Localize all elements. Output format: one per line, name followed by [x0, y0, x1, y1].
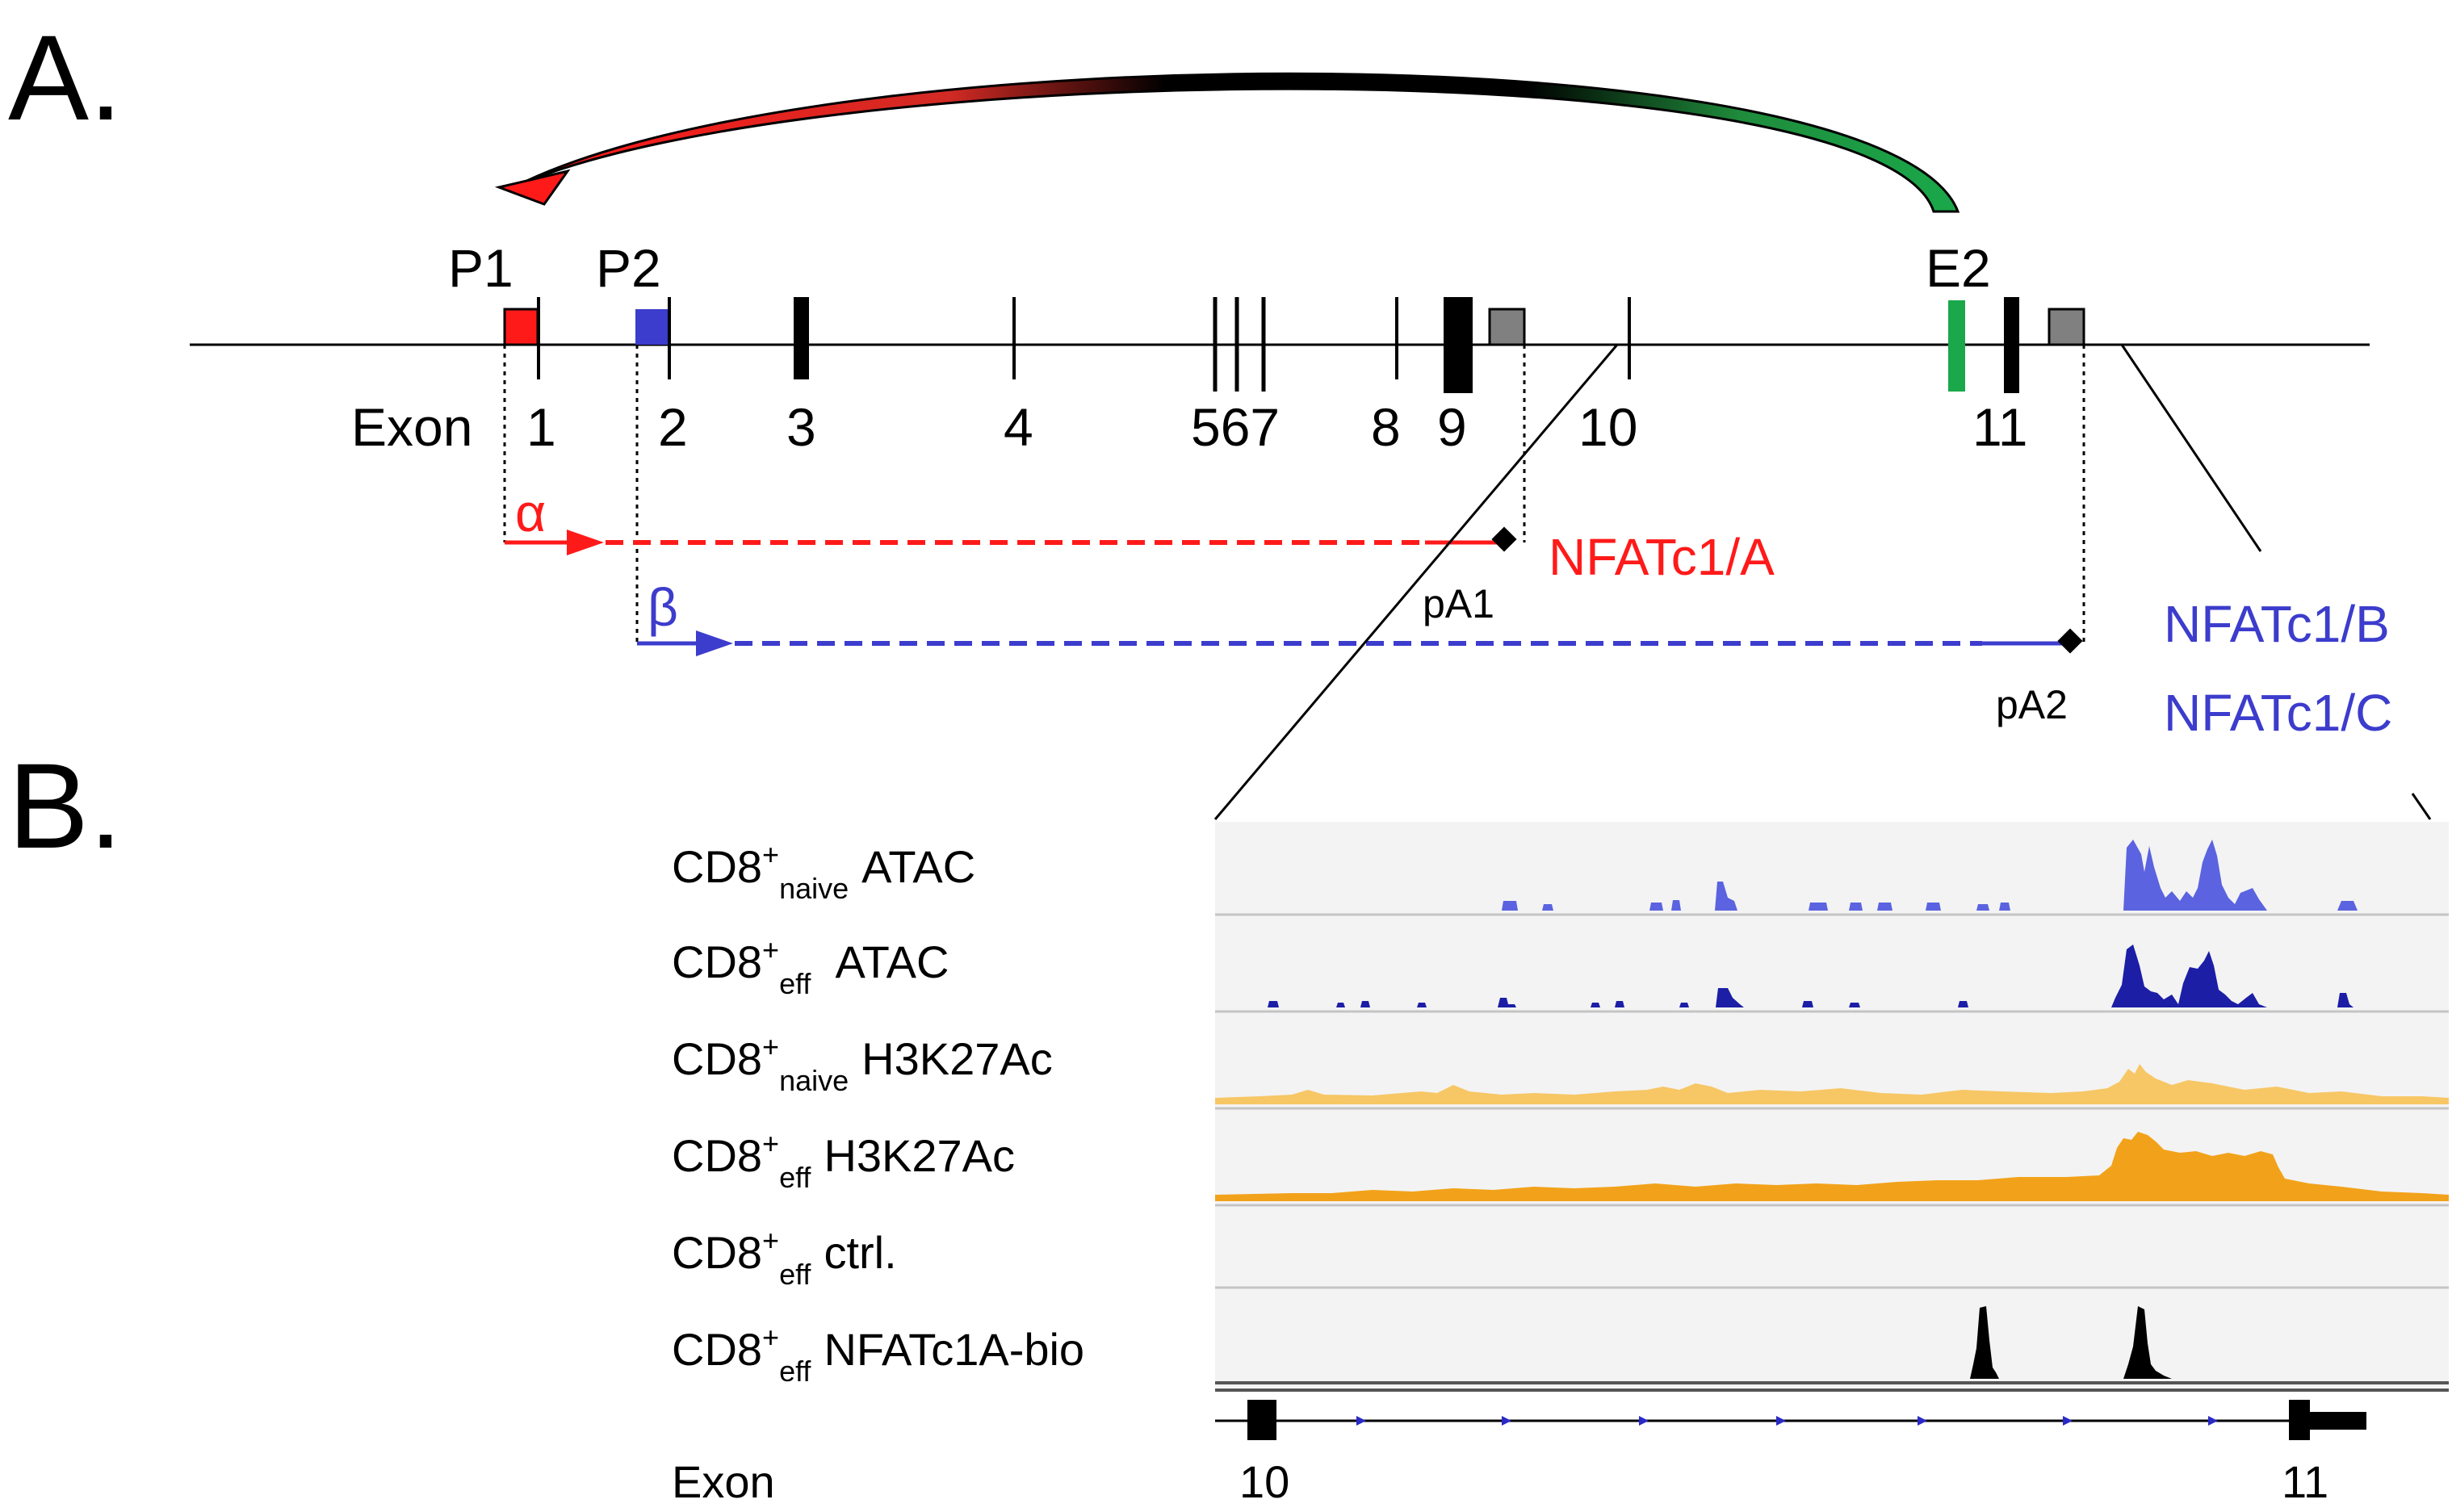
transcript-beta-symbol: β: [648, 577, 678, 637]
exon-3-number: 3: [786, 397, 816, 457]
exon-11-utr-box: [2048, 308, 2085, 346]
zoom-exon-10-label: 10: [1239, 1456, 1289, 1507]
panel-a-letter: A.: [8, 10, 123, 145]
exon-11-number: 11: [1972, 397, 2028, 457]
zoom-exon-11-label: 11: [2282, 1456, 2328, 1507]
isoform-nfatc1-c-label: NFATc1/C: [2164, 684, 2392, 742]
signal-atac-naive: [1215, 840, 2449, 911]
exon-8-number: 8: [1371, 397, 1401, 457]
track-separators: [1215, 913, 2449, 1289]
exon-10-number: 10: [1578, 397, 1637, 457]
zoom-line-right-lower: [2411, 793, 2432, 820]
promoter-p1-label: P1: [448, 238, 513, 298]
exon-567-number: 567: [1191, 397, 1280, 457]
zoom-line-left: [1213, 344, 1619, 820]
exon-1-red-box: [503, 308, 539, 346]
exon-4-number: 4: [1004, 397, 1033, 457]
transcript-alpha-arrowhead: [567, 530, 604, 555]
gene-model-exon-10: [1247, 1400, 1276, 1440]
zoom-exon-word: Exon: [672, 1456, 775, 1507]
exon-2-number: 2: [658, 397, 688, 457]
exon-word-label: Exon: [351, 397, 472, 457]
zoom-line-right: [2120, 344, 2262, 552]
exon-1-number: 1: [526, 397, 556, 457]
polya-pa1-label: pA1: [1423, 581, 1494, 626]
promoter-p2-label: P2: [596, 238, 661, 298]
genome-browser-tracks: [1215, 822, 2449, 1440]
gene-model-exon-11-utr: [2310, 1412, 2366, 1430]
signal-atac-eff: [1215, 944, 2449, 1007]
dotted-guides: [503, 345, 2085, 643]
enhancer-e2-green-bar: [1948, 300, 1965, 392]
transcript-beta-arrowhead: [696, 630, 733, 656]
exon-9-block: [1444, 297, 1473, 393]
exon-11-block: [2004, 297, 2019, 393]
exon-2-blue-box: [635, 309, 668, 345]
signal-h3k27ac-naive: [1215, 1064, 2449, 1104]
exon-9-number: 9: [1437, 397, 1467, 457]
signal-h3k27ac-eff: [1215, 1132, 2449, 1201]
enhancer-promoter-loop-arrow: [494, 72, 1960, 213]
exon-3-block: [794, 297, 809, 379]
polya-pa2-marker: [2057, 628, 2083, 654]
enhancer-e2-label: E2: [1926, 238, 1991, 298]
polya-pa1-marker: [1491, 526, 1517, 552]
polya-pa2-label: pA2: [1996, 682, 2068, 727]
panel-b-letter: B.: [8, 738, 123, 873]
isoform-nfatc1-b-label: NFATc1/B: [2164, 595, 2390, 653]
exon-9-utr-box: [1488, 308, 1526, 346]
isoform-nfatc1-a-label: NFATc1/A: [1549, 528, 1775, 586]
gene-model: [1215, 1400, 2366, 1440]
signal-nfatc1a-bio: [1215, 1306, 2449, 1379]
transcript-alpha-symbol: α: [515, 483, 546, 542]
gene-model-exon-11: [2289, 1400, 2310, 1440]
